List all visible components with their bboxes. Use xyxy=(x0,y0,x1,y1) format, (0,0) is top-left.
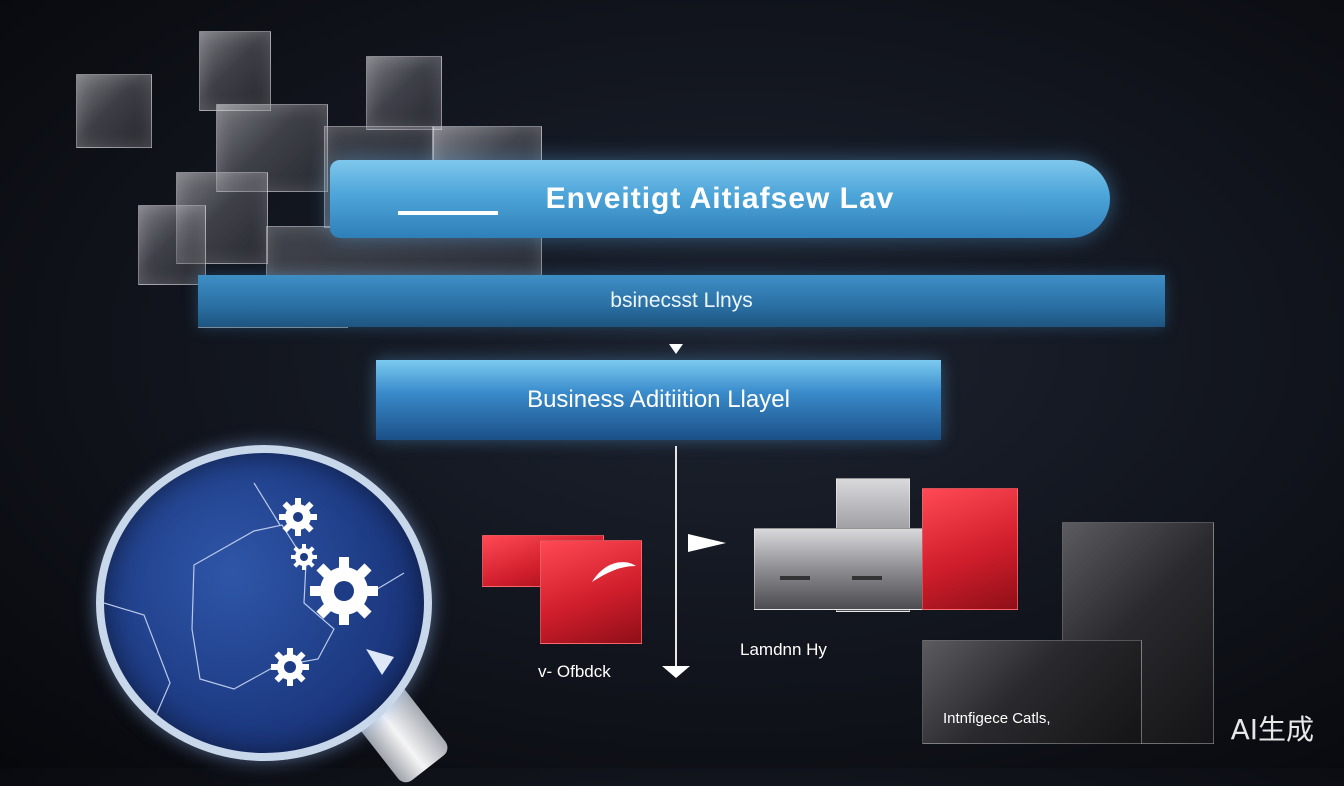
grey-block-wide xyxy=(754,528,926,610)
cursor-arrow-icon xyxy=(366,649,394,675)
magnifier-icon xyxy=(96,445,432,761)
right-arrow-icon xyxy=(688,534,726,552)
business-architecture-label: Business Aditiition Llayel xyxy=(527,386,790,413)
ai-generated-watermark: AI生成 xyxy=(1230,713,1314,746)
band-connector-line xyxy=(398,211,498,215)
flow-line xyxy=(675,446,677,670)
business-systems-band: bsinecsst Llnys xyxy=(198,275,1165,327)
gear-icon xyxy=(271,648,309,686)
black-block-base xyxy=(922,640,1142,744)
business-systems-label: bsinecsst Llnys xyxy=(610,289,753,312)
glass-cube xyxy=(199,31,271,111)
swoosh-icon xyxy=(592,562,636,582)
lens-map-lines xyxy=(104,482,405,744)
down-arrow-icon xyxy=(662,666,690,678)
red-block-right xyxy=(922,488,1018,610)
landmark-label: Lamdnn Hy xyxy=(740,640,827,659)
interface-label: Intnfigece Catls, xyxy=(943,710,1051,727)
block-handle xyxy=(780,576,810,580)
offdeck-label: v- Ofbdck xyxy=(538,662,611,681)
gear-icon xyxy=(279,498,317,536)
block-handle xyxy=(852,576,882,580)
glass-cube xyxy=(366,56,442,130)
business-architecture-band: Business Aditiition Llayel xyxy=(376,360,941,440)
gear-icon xyxy=(291,544,317,570)
glass-cube xyxy=(76,74,152,148)
glass-cube xyxy=(138,205,206,285)
enterprise-layer-band: Enveitigt Aitiafsew Lav xyxy=(330,160,1110,238)
red-block-main xyxy=(540,540,642,644)
down-arrow-icon xyxy=(669,344,683,354)
gear-icon xyxy=(310,557,378,625)
enterprise-layer-label: Enveitigt Aitiafsew Lav xyxy=(545,182,895,215)
